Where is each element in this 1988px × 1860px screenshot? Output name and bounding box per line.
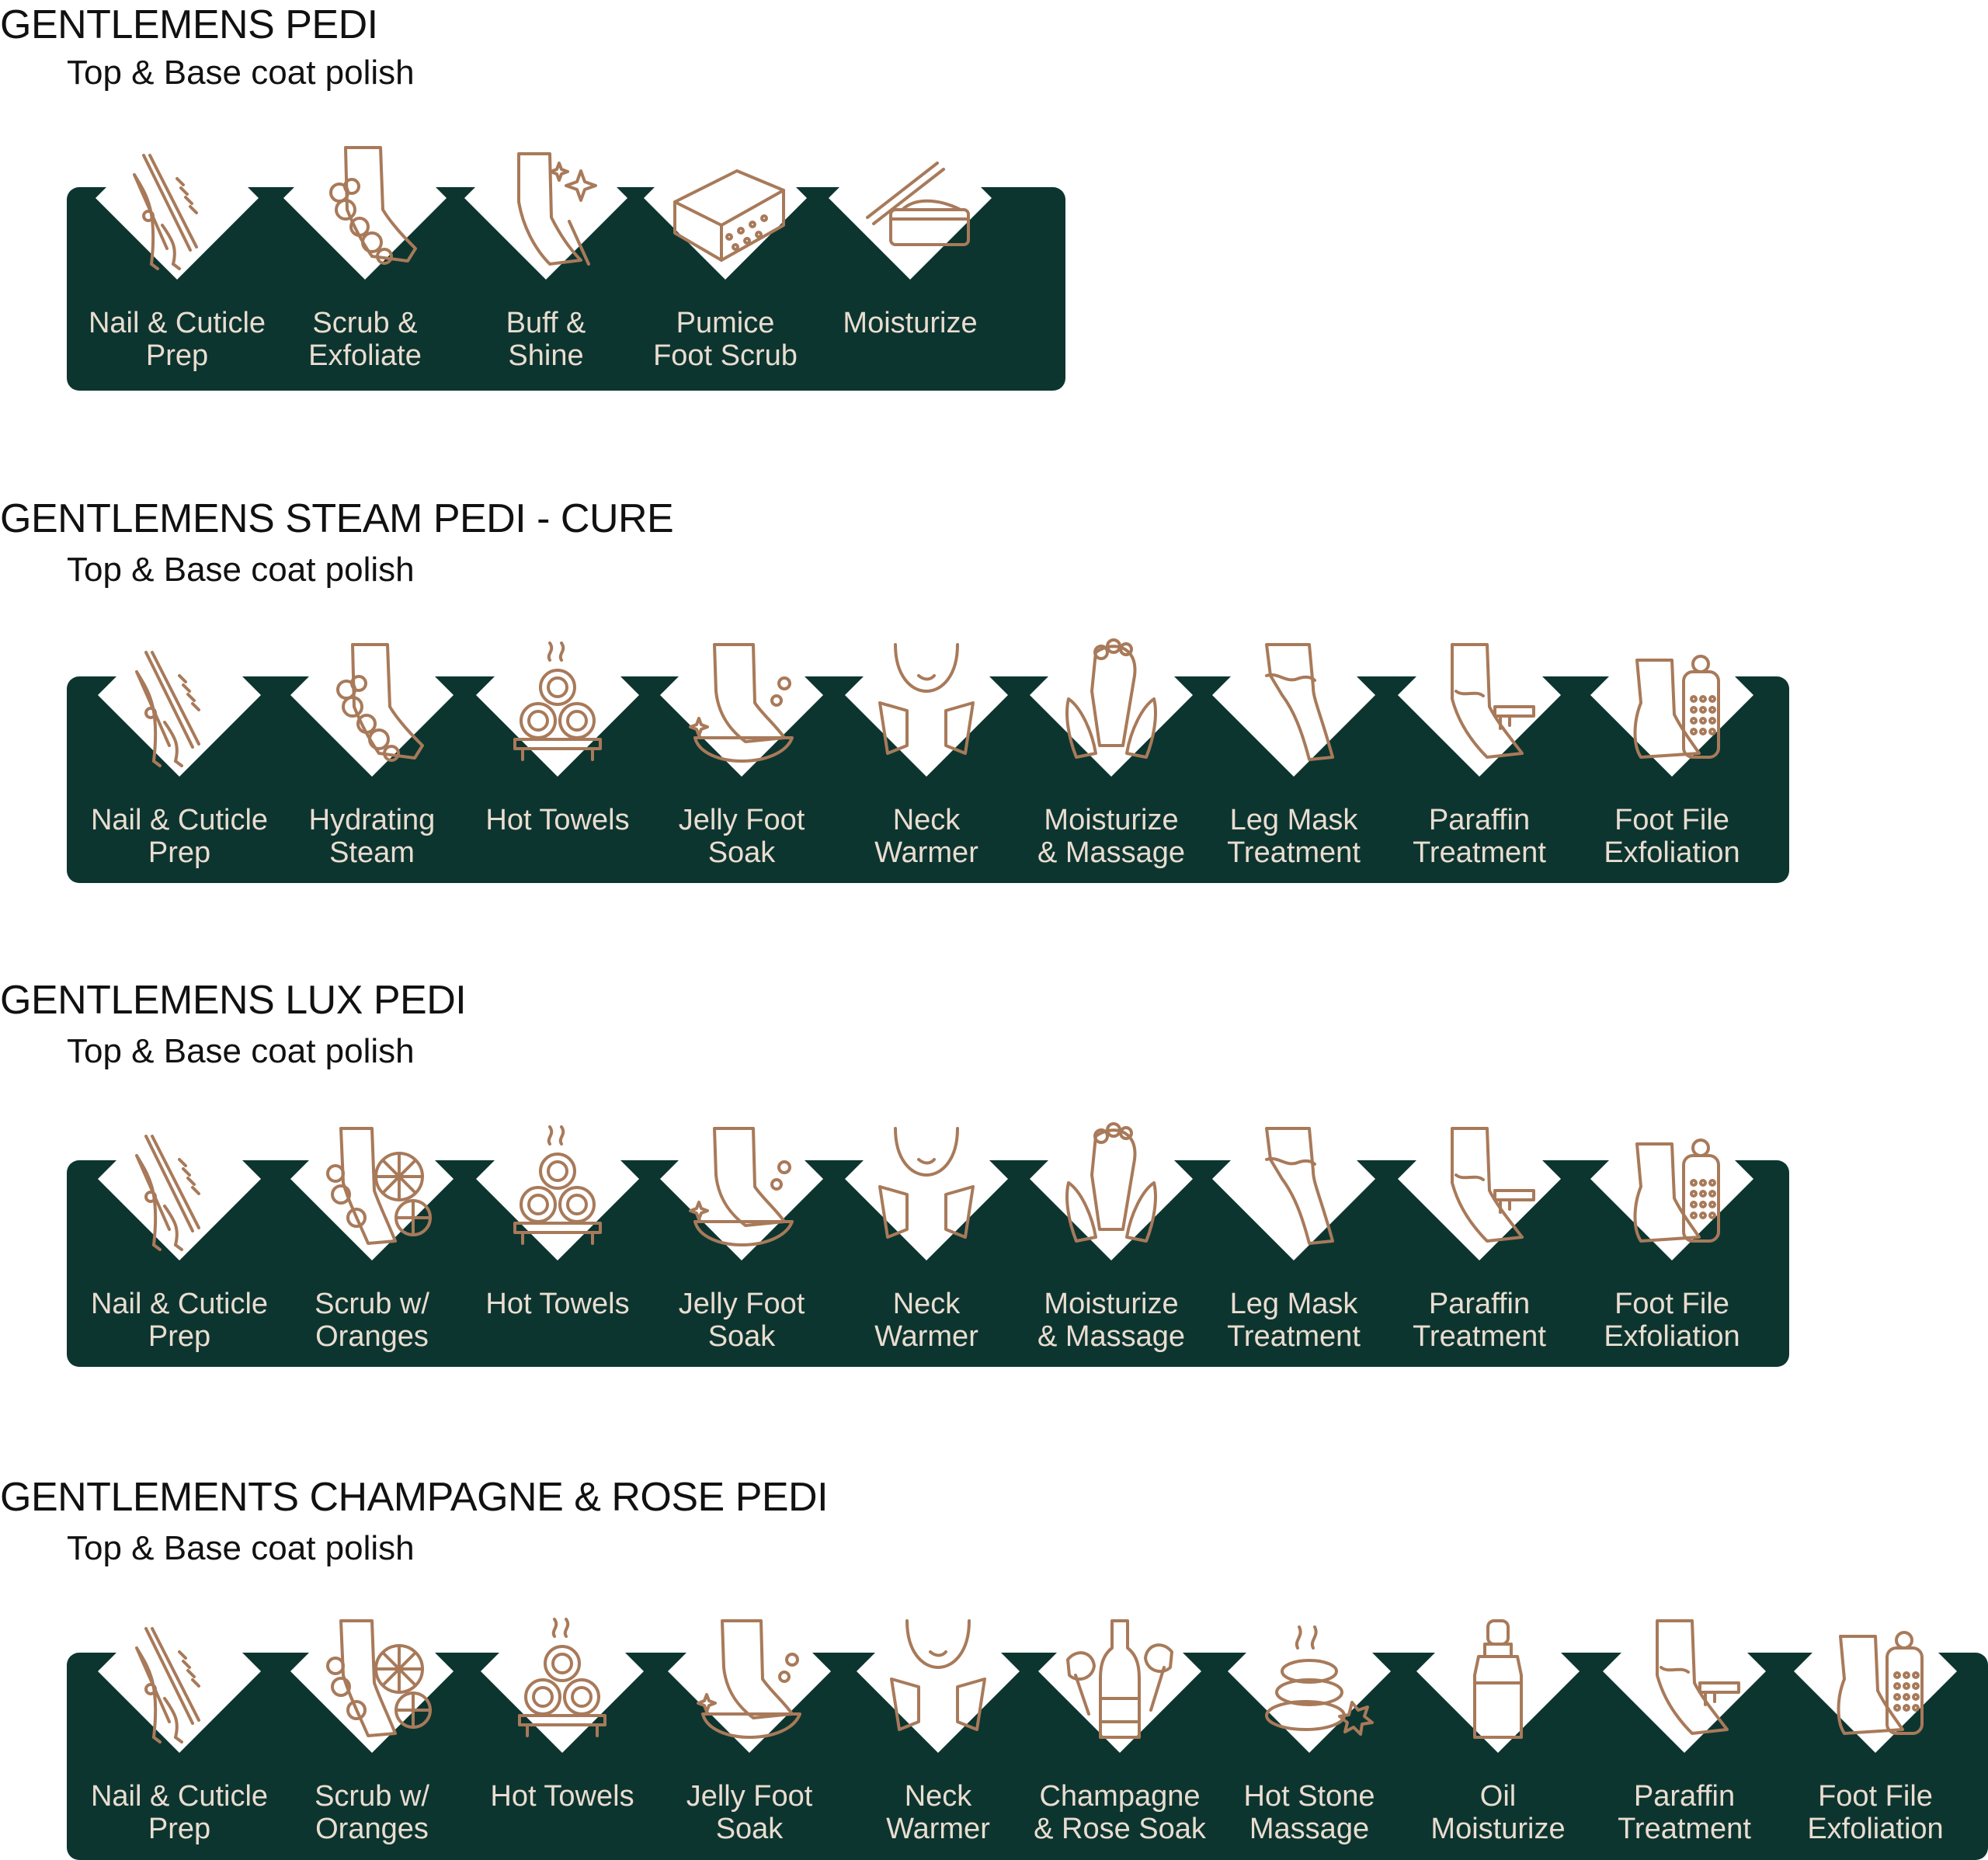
step-label: Scrub w/Oranges (315, 1288, 429, 1353)
step-label: Champagne& Rose Soak (1034, 1780, 1206, 1845)
foot-soak-icon (668, 629, 815, 777)
foot-massage-icon (1037, 629, 1185, 777)
hot-towels-icon (484, 629, 631, 777)
foot-soak-icon (668, 1113, 815, 1260)
scrub-foot-icon (298, 629, 446, 777)
section-title: GENTLEMENTS CHAMPAGNE & ROSE PEDI (0, 1475, 829, 1520)
orange-scrub-icon (298, 1605, 446, 1753)
nail-tools-icon (106, 1113, 253, 1260)
neck-warmer-icon (853, 1113, 1000, 1260)
champagne-rose-icon (1046, 1605, 1194, 1753)
leg-mask-icon (1220, 1113, 1368, 1260)
neck-warmer-icon (864, 1605, 1012, 1753)
hot-towels-icon (488, 1605, 636, 1753)
section-subtitle: Top & Base coat polish (67, 1529, 415, 1567)
orange-scrub-icon (298, 1113, 446, 1260)
nail-tools-icon (103, 132, 251, 280)
foot-massage-icon (1037, 1113, 1185, 1260)
section-subtitle: Top & Base coat polish (67, 54, 415, 92)
shine-foot-icon (472, 132, 620, 280)
hot-towels-icon (484, 1113, 631, 1260)
section-title: GENTLEMENS STEAM PEDI - CURE (0, 496, 674, 541)
oil-bottle-icon (1424, 1605, 1572, 1753)
hot-stone-icon (1236, 1605, 1383, 1753)
foot-file-icon (1802, 1605, 1949, 1753)
foot-file-icon (1598, 629, 1746, 777)
section-title: GENTLEMENS LUX PEDI (0, 978, 467, 1023)
nail-tools-icon (106, 1605, 253, 1753)
step-label: Hot Towels (485, 1288, 630, 1320)
cream-jar-icon (836, 132, 984, 280)
step-label: Scrub w/Oranges (315, 1780, 429, 1845)
step-label: Moisturize& Massage (1037, 804, 1186, 869)
step-label: Hot Towels (485, 804, 630, 836)
paraffin-icon (1611, 1605, 1758, 1753)
nail-tools-icon (106, 629, 253, 777)
section-title: GENTLEMENS PEDI (0, 2, 378, 47)
step-label: Scrub &Exfoliate (308, 307, 422, 372)
step-label: Moisturize& Massage (1037, 1288, 1186, 1353)
pumice-icon (652, 132, 799, 280)
leg-mask-icon (1220, 629, 1368, 777)
step-label: Moisturize (843, 307, 978, 339)
foot-file-icon (1598, 1113, 1746, 1260)
foot-soak-icon (676, 1605, 823, 1753)
neck-warmer-icon (853, 629, 1000, 777)
step-label: Buff &Shine (506, 307, 586, 372)
section-subtitle: Top & Base coat polish (67, 551, 415, 589)
paraffin-icon (1406, 629, 1553, 777)
section-subtitle: Top & Base coat polish (67, 1032, 415, 1070)
scrub-foot-icon (291, 132, 439, 280)
step-label: Hot Towels (490, 1780, 634, 1813)
paraffin-icon (1406, 1113, 1553, 1260)
